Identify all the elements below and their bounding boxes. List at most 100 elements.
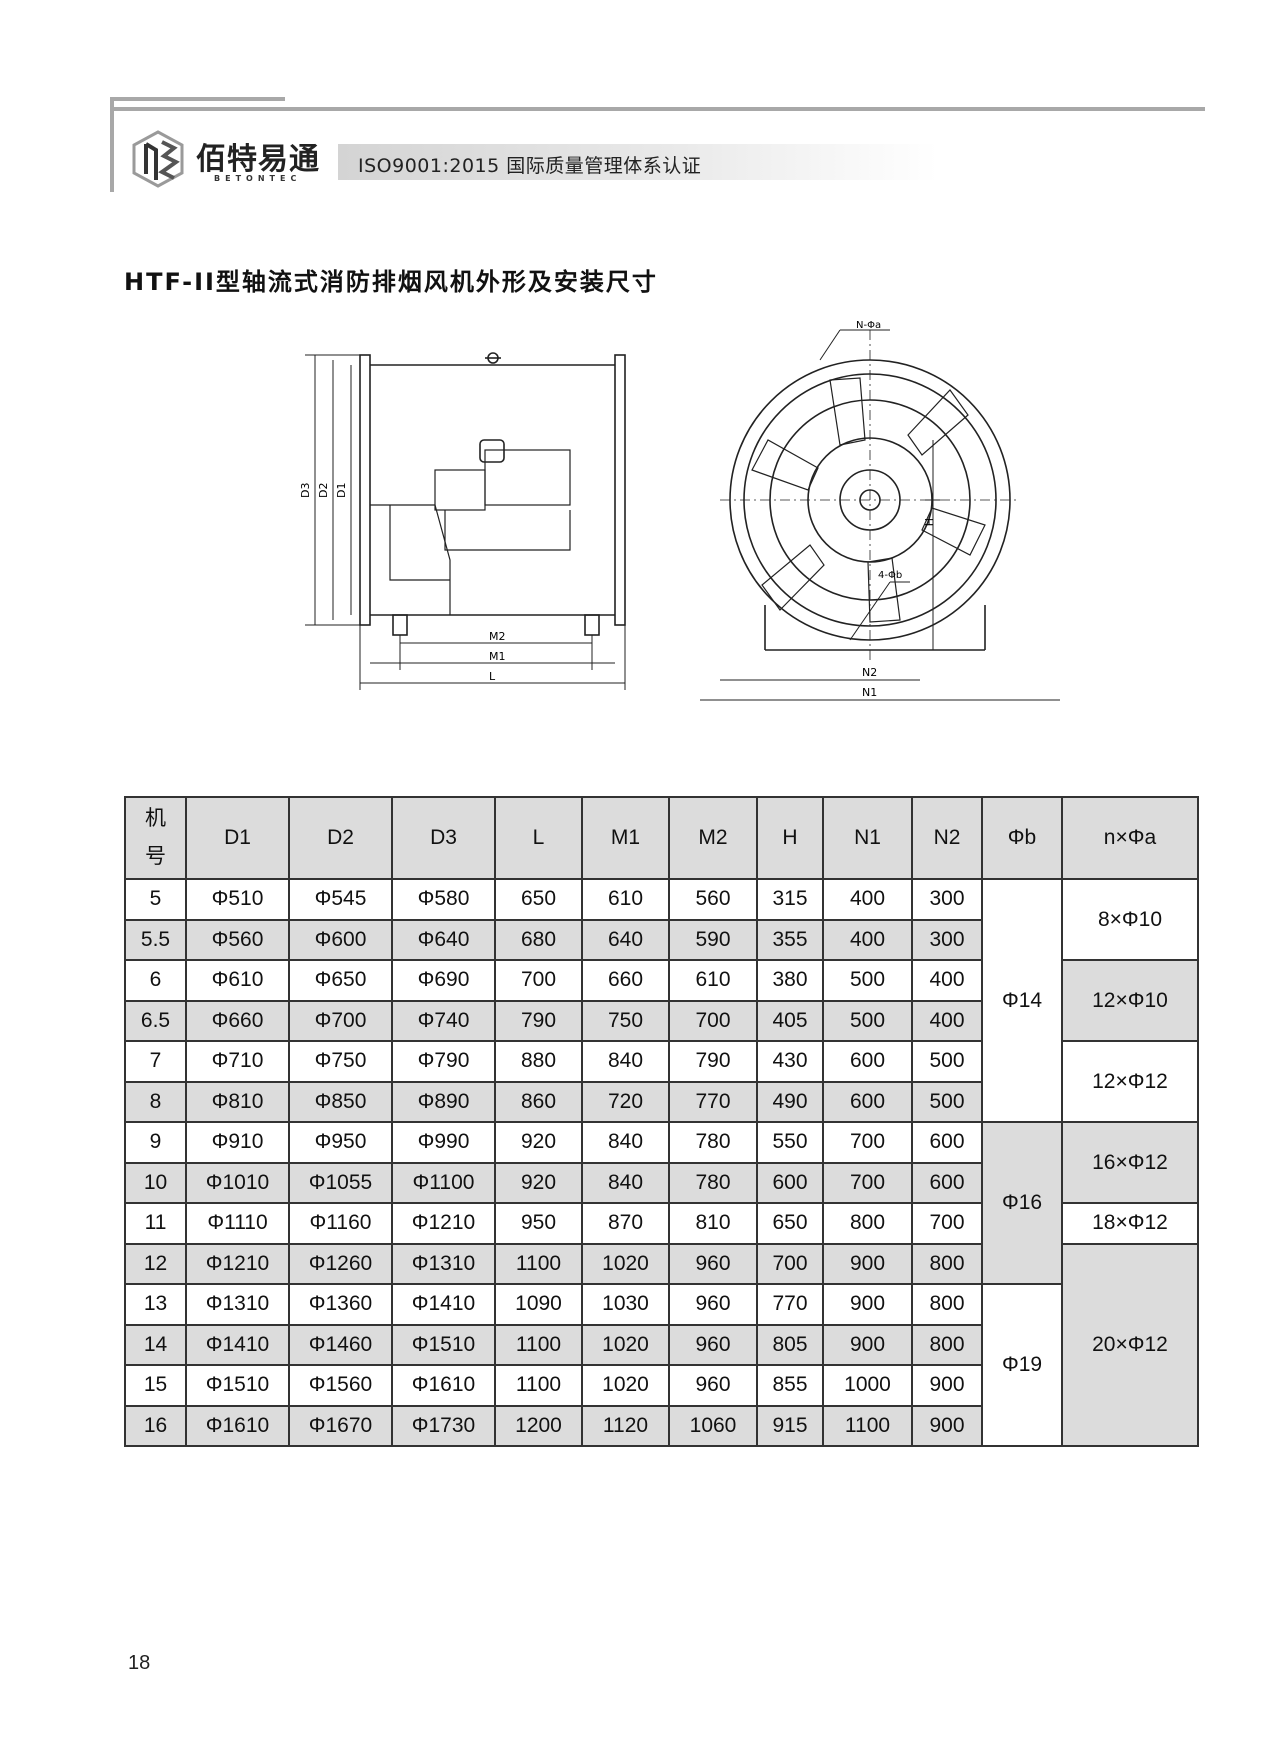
header-left-bar — [110, 97, 114, 192]
header-d3: D3 — [391, 796, 496, 880]
cell-n1: 900 — [822, 1323, 913, 1366]
cell-model: 5 — [124, 878, 187, 921]
cell-d2: Φ650 — [288, 959, 393, 1002]
cell-n2: 300 — [911, 878, 983, 921]
cell-h: 650 — [756, 1202, 824, 1245]
cell-l: 790 — [494, 999, 583, 1042]
cell-m1: 840 — [581, 1040, 670, 1083]
cell-l: 1100 — [494, 1364, 583, 1407]
cell-d3: Φ990 — [391, 1121, 496, 1164]
cell-d3: Φ1610 — [391, 1364, 496, 1407]
dim-d2-label: D2 — [317, 483, 330, 498]
cell-m2: 780 — [668, 1161, 758, 1204]
cell-l: 680 — [494, 918, 583, 961]
cell-d2: Φ700 — [288, 999, 393, 1042]
cell-m1: 840 — [581, 1121, 670, 1164]
cell-d1: Φ1610 — [185, 1404, 290, 1447]
header-model-line2: 号 — [145, 845, 166, 868]
cell-n1: 1000 — [822, 1364, 913, 1407]
cell-h: 380 — [756, 959, 824, 1002]
cell-m2: 560 — [668, 878, 758, 921]
cell-n1: 600 — [822, 1080, 913, 1123]
cell-d1: Φ1510 — [185, 1364, 290, 1407]
cell-d3: Φ1510 — [391, 1323, 496, 1366]
cell-h: 315 — [756, 878, 824, 921]
cell-d2: Φ600 — [288, 918, 393, 961]
cell-model: 14 — [124, 1323, 187, 1366]
cell-n-phi-a: 12×Φ10 — [1061, 959, 1199, 1042]
cell-h: 405 — [756, 999, 824, 1042]
header-l: L — [494, 796, 583, 880]
cell-d1: Φ710 — [185, 1040, 290, 1083]
cell-model: 15 — [124, 1364, 187, 1407]
header-phi-b: Φb — [981, 796, 1063, 880]
header-rule — [110, 107, 1205, 111]
cell-n-phi-a: 12×Φ12 — [1061, 1040, 1199, 1123]
cell-h: 915 — [756, 1404, 824, 1447]
header-rule-short — [110, 97, 285, 101]
header-n-phi-a: n×Φa — [1061, 796, 1199, 880]
cell-h: 700 — [756, 1242, 824, 1285]
cell-m2: 610 — [668, 959, 758, 1002]
cell-n2: 900 — [911, 1364, 983, 1407]
dim-holes-label: N-Φa — [856, 320, 881, 331]
cell-phi-b: Φ19 — [981, 1283, 1063, 1447]
cell-m2: 960 — [668, 1242, 758, 1285]
cell-m1: 1020 — [581, 1242, 670, 1285]
cell-d3: Φ1310 — [391, 1242, 496, 1285]
header-d2: D2 — [288, 796, 393, 880]
logo-mark-icon — [132, 130, 184, 188]
cell-n2: 800 — [911, 1323, 983, 1366]
cell-n1: 400 — [822, 918, 913, 961]
dim-feet-label: 4-Φb — [878, 570, 902, 581]
cell-d2: Φ1260 — [288, 1242, 393, 1285]
cell-n-phi-a: 18×Φ12 — [1061, 1202, 1199, 1245]
cell-d1: Φ810 — [185, 1080, 290, 1123]
dim-l-label: L — [489, 670, 496, 683]
cell-d3: Φ1730 — [391, 1404, 496, 1447]
cell-m2: 810 — [668, 1202, 758, 1245]
cell-h: 490 — [756, 1080, 824, 1123]
cell-m1: 1120 — [581, 1404, 670, 1447]
cell-l: 920 — [494, 1161, 583, 1204]
cell-m2: 700 — [668, 999, 758, 1042]
cell-model: 7 — [124, 1040, 187, 1083]
cell-m2: 770 — [668, 1080, 758, 1123]
cell-l: 1100 — [494, 1242, 583, 1285]
cell-h: 355 — [756, 918, 824, 961]
table-row: 5.5 Φ560 Φ600 Φ640 680 640 590 355 400 3… — [124, 918, 1198, 961]
table-row: 16 Φ1610 Φ1670 Φ1730 1200 1120 1060 915 … — [124, 1404, 1198, 1447]
cell-m2: 780 — [668, 1121, 758, 1164]
cell-d3: Φ740 — [391, 999, 496, 1042]
cell-l: 700 — [494, 959, 583, 1002]
cell-m2: 790 — [668, 1040, 758, 1083]
cell-model: 13 — [124, 1283, 187, 1326]
cell-d1: Φ1010 — [185, 1161, 290, 1204]
cell-d2: Φ545 — [288, 878, 393, 921]
cell-n2: 500 — [911, 1040, 983, 1083]
cell-n1: 1100 — [822, 1404, 913, 1447]
cell-n2: 500 — [911, 1080, 983, 1123]
cell-n2: 400 — [911, 999, 983, 1042]
cell-m1: 640 — [581, 918, 670, 961]
brand-name-en: BETONTEC — [214, 174, 302, 183]
cell-n2: 600 — [911, 1121, 983, 1164]
cell-phi-b: Φ16 — [981, 1121, 1063, 1285]
cell-d2: Φ750 — [288, 1040, 393, 1083]
cell-m2: 960 — [668, 1364, 758, 1407]
cell-l: 920 — [494, 1121, 583, 1164]
dim-n1-label: N1 — [862, 686, 877, 699]
dim-d1-label: D1 — [335, 483, 348, 498]
cell-m1: 610 — [581, 878, 670, 921]
cell-d3: Φ640 — [391, 918, 496, 961]
cell-d2: Φ1160 — [288, 1202, 393, 1245]
cell-h: 770 — [756, 1283, 824, 1326]
cell-n1: 900 — [822, 1242, 913, 1285]
cell-n-phi-a: 8×Φ10 — [1061, 878, 1199, 961]
header-d1: D1 — [185, 796, 290, 880]
cell-h: 430 — [756, 1040, 824, 1083]
cell-n1: 500 — [822, 999, 913, 1042]
table-row: 11 Φ1110 Φ1160 Φ1210 950 870 810 650 800… — [124, 1202, 1199, 1245]
cell-model: 9 — [124, 1121, 187, 1164]
cell-d2: Φ1360 — [288, 1283, 393, 1326]
